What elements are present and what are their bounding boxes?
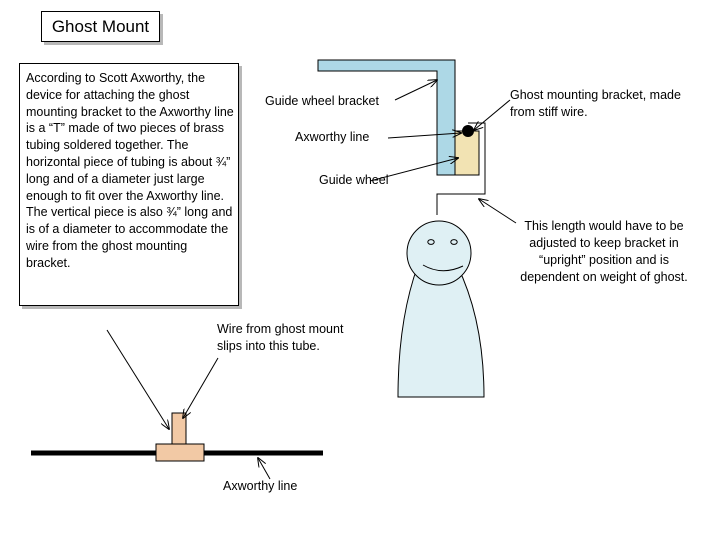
label-wire-note: Wire from ghost mount slips into this tu… [217,322,344,353]
arrow-axworthy-line-bottom [258,458,271,480]
ghost-left-eye [427,239,435,245]
label-guide-wheel-bracket: Guide wheel bracket [265,94,379,108]
arrow-guide-wheel-bracket [394,80,437,101]
ghost-body [397,264,485,398]
arrow-wire-note-2 [183,357,219,418]
t-tube-horizontal [155,443,205,462]
ghost-smile [422,264,464,272]
ghost-head [406,220,472,286]
t-tube-vertical [171,412,187,445]
label-axworthy-line-top: Axworthy line [295,130,370,144]
ghost-right-eye [450,239,458,245]
label-ghost-mounting-bracket: Ghost mounting bracket, made from stiff … [510,88,681,119]
arrow-length-note [479,199,517,224]
label-axworthy-line-bottom: Axworthy line [223,479,298,493]
label-length-note: This length would have to be adjusted to… [520,219,688,284]
arrow-guide-wheel [369,158,458,182]
arrow-axworthy-line-top [387,133,461,139]
guide-wheel [454,130,480,176]
arrow-ghost-mounting-bracket [474,99,511,130]
axworthy-line-dot [462,125,474,137]
description-box: According to Scott Axworthy, the device … [19,63,239,306]
arrow-wire-note [106,329,169,429]
label-guide-wheel: Guide wheel [319,173,389,187]
diagram-title: Ghost Mount [41,11,160,42]
guide-wheel-bracket [317,59,456,176]
